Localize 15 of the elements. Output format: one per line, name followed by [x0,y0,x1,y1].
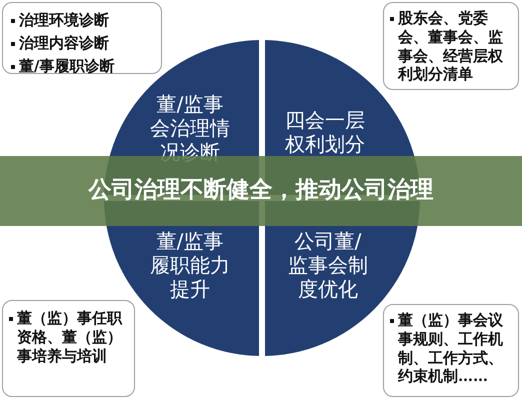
quadrant-label: 董/监事履职能力提升 [149,229,231,301]
list-item: 股东会、党委会、董事会、监事会、经营层权利划分清单 [398,9,504,84]
quadrant-label: 公司董/监事会制度优化 [287,229,369,301]
quadrant-label: 董/监事会治理情况诊断 [149,92,231,164]
list-item: 治理环境诊断 [19,11,109,30]
text-card [2,2,162,74]
quadrant-label: 四会一层权利划分 [284,108,366,156]
title: 公司治理不断健全，推动公司治理 [87,176,434,206]
text-card [2,300,135,397]
list-item: 董（监）事会议事规则、工作机制、工作方式、约束机制…… [398,311,504,386]
list-item: 治理内容诊断 [19,34,109,52]
text-card [383,304,519,397]
list-item: 董（监）事任职资格、董（监）事培养与培训 [17,309,124,366]
list-item: 董/事履职诊断 [19,56,114,76]
text-card [383,2,519,90]
